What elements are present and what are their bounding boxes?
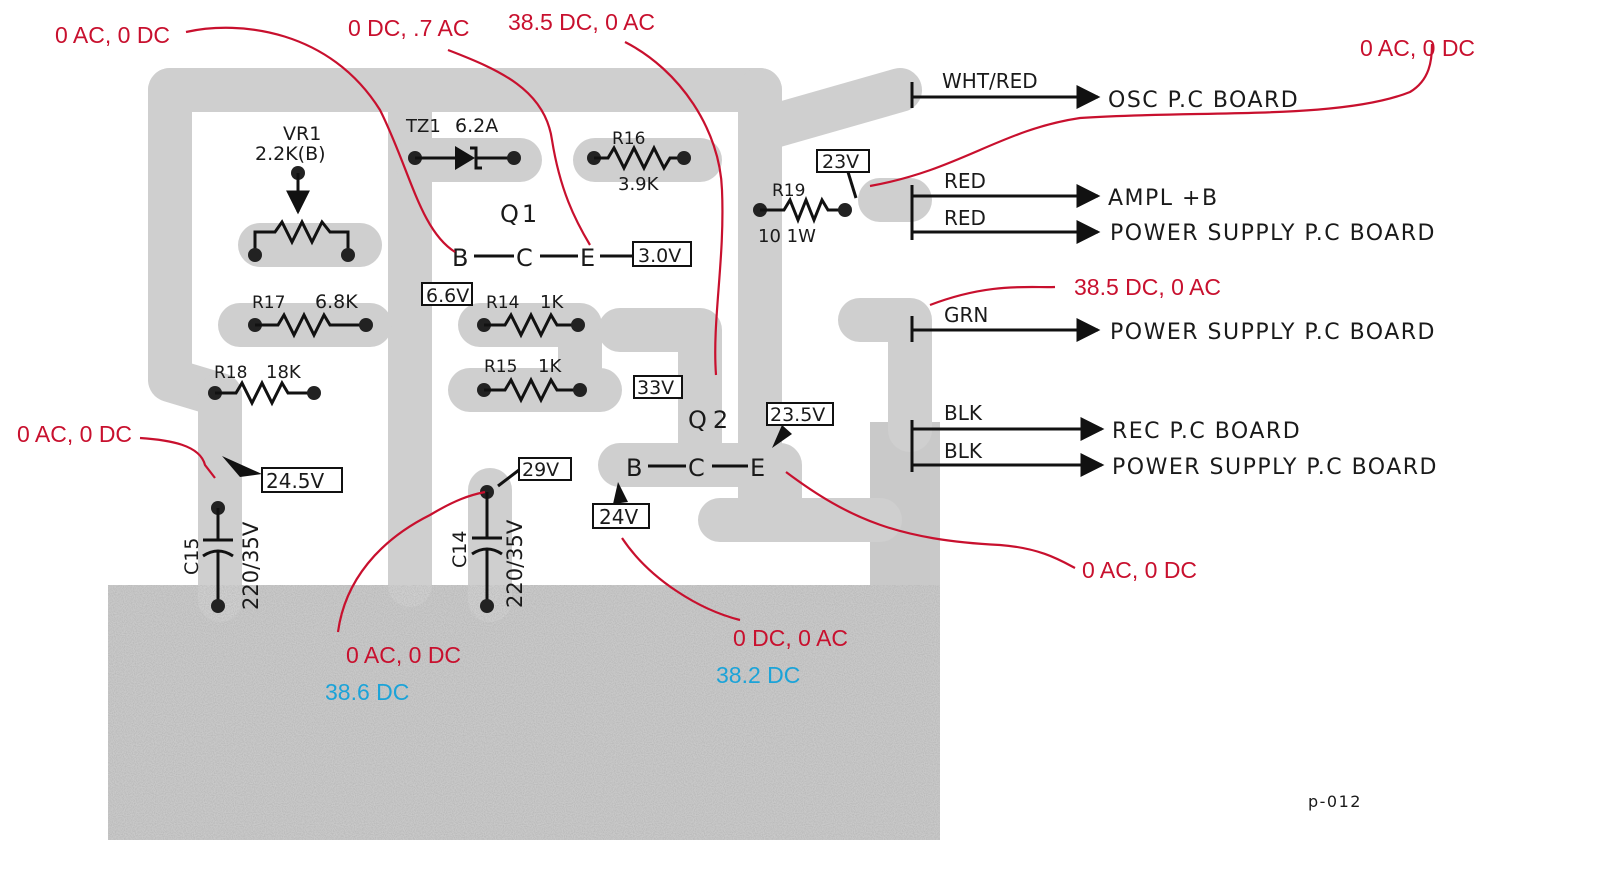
connector-wire-grn: GRN [944, 303, 988, 327]
q2-pin-c: C [688, 454, 705, 482]
voltage-box-q2-b: 24V [592, 482, 650, 529]
voltage-box-q2-e: 23.5V [766, 402, 834, 448]
r15-resistor: R15 1K [477, 356, 587, 404]
svg-text:Q2: Q2 [688, 406, 734, 434]
svg-text:18K: 18K [266, 362, 302, 383]
svg-text:3.0V: 3.0V [638, 245, 681, 267]
page-id: p-012 [1308, 792, 1362, 811]
r18-resistor: R18 18K [208, 362, 321, 407]
svg-text:R19: R19 [772, 181, 805, 201]
svg-text:220/35V: 220/35V [503, 519, 527, 608]
annotation-q1-emitter: 38.5 DC, 0 AC [508, 9, 655, 35]
svg-text:29V: 29V [522, 459, 559, 481]
connector-wire-blk-2: BLK [944, 439, 983, 463]
connector-dest-ampl: AMPL +B [1108, 186, 1219, 211]
svg-text:33V: 33V [637, 377, 674, 399]
voltage-box-r19: 23V [816, 149, 870, 199]
annotation-leader-lines [139, 26, 1434, 633]
annotation-red-lead: 0 AC, 0 DC [1360, 35, 1475, 61]
annotation-grn-lead: 38.5 DC, 0 AC [1074, 274, 1221, 300]
svg-text:R18: R18 [214, 363, 247, 383]
svg-text:VR1: VR1 [283, 123, 321, 145]
svg-text:R15: R15 [484, 357, 517, 377]
voltage-box-q1-b: 6.6V [421, 282, 473, 307]
svg-text:TZ1: TZ1 [405, 116, 441, 137]
voltage-box-q2-c: 33V [633, 375, 683, 399]
c15-capacitor: C15 220/35V [181, 501, 263, 613]
connector-dest-osc: OSC P.C BOARD [1108, 88, 1299, 113]
svg-text:23V: 23V [822, 151, 859, 173]
annotation-q2-base-dc: 38.2 DC [716, 662, 800, 688]
connector-dest-power-1: POWER SUPPLY P.C BOARD [1110, 221, 1436, 246]
q1-pin-c: C [516, 244, 533, 272]
voltage-box-c14: 29V [497, 457, 572, 488]
svg-text:6.6V: 6.6V [426, 285, 469, 307]
svg-text:6.2A: 6.2A [455, 115, 498, 137]
voltage-box-q1-e: 3.0V [632, 241, 692, 267]
connector-dest-rec: REC P.C BOARD [1112, 419, 1301, 444]
vr1-potentiometer: VR1 2.2K(B) [248, 123, 355, 262]
q1-pin-b: B [452, 244, 468, 272]
svg-text:C15: C15 [181, 538, 203, 575]
connector-wire-blk-1: BLK [944, 401, 983, 425]
q2-pin-e: E [750, 454, 765, 482]
svg-text:R16: R16 [612, 129, 645, 149]
svg-text:220/35V: 220/35V [239, 521, 263, 610]
annotation-q1-base: 0 AC, 0 DC [55, 22, 170, 48]
q2-pin-b: B [626, 454, 642, 482]
svg-text:1K: 1K [540, 292, 564, 313]
q1-pin-e: E [580, 244, 595, 272]
svg-text:3.9K: 3.9K [618, 174, 660, 195]
svg-text:6.8K: 6.8K [315, 291, 358, 313]
svg-text:R14: R14 [486, 293, 519, 313]
connector-wire-red-2: RED [944, 206, 986, 230]
voltage-box-c15: 24.5V [222, 456, 343, 493]
annotation-q2-emitter: 0 AC, 0 DC [1082, 557, 1197, 583]
svg-text:23.5V: 23.5V [770, 404, 825, 426]
svg-text:10 1W: 10 1W [758, 226, 816, 247]
svg-text:2.2K(B): 2.2K(B) [255, 143, 326, 165]
annotation-c14-node: 0 AC, 0 DC [346, 642, 461, 668]
svg-text:R17: R17 [252, 293, 285, 313]
connector-wire-wht-red: WHT/RED [942, 69, 1038, 93]
svg-text:C14: C14 [449, 531, 471, 568]
r16-resistor: R16 3.9K [587, 129, 691, 195]
connector-dest-power-3: POWER SUPPLY P.C BOARD [1112, 455, 1438, 480]
annotation-c14-dc: 38.6 DC [325, 679, 409, 705]
connector-lines [910, 82, 1105, 477]
q2-transistor: Q2 B C E [626, 406, 765, 482]
svg-text:1K: 1K [538, 356, 562, 377]
c14-capacitor: C14 220/35V [449, 485, 527, 613]
annotation-c15-node: 0 AC, 0 DC [17, 421, 132, 447]
svg-text:24.5V: 24.5V [266, 469, 325, 493]
r17-resistor: R17 6.8K [248, 291, 373, 339]
q1-transistor: Q1 B C E [452, 200, 632, 272]
svg-text:Q1: Q1 [500, 200, 540, 228]
r14-resistor: R14 1K [477, 292, 585, 339]
tz1-zener-diode: TZ1 6.2A [405, 115, 521, 170]
svg-text:24V: 24V [599, 505, 638, 529]
r19-resistor: R19 10 1W [753, 181, 852, 247]
annotation-q2-base: 0 DC, 0 AC [733, 625, 848, 651]
connector-dest-power-2: POWER SUPPLY P.C BOARD [1110, 320, 1436, 345]
annotation-q1-collector: 0 DC, .7 AC [348, 15, 469, 41]
connector-wire-red-1: RED [944, 169, 986, 193]
